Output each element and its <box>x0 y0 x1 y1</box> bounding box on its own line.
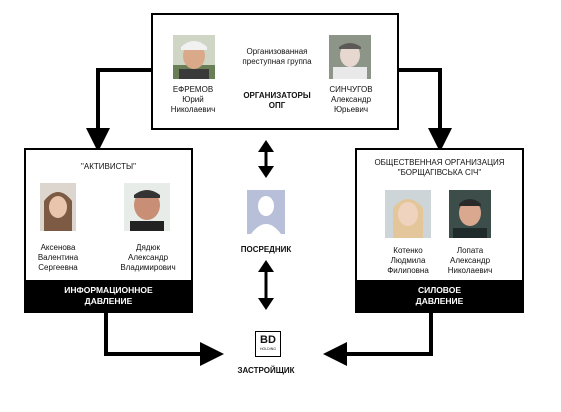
name-aksenova: Аксенова Валентина Сергеевна <box>37 243 79 272</box>
arrow-top-to-left <box>86 68 152 152</box>
arrow-right-to-developer <box>323 312 433 366</box>
name-lopata: Лопата Александр Николаевич <box>447 246 493 275</box>
photo-dyadyuk <box>124 183 170 231</box>
organizers-title: ОРГАНИЗАТОРЫ ОПГ <box>243 91 311 110</box>
intermediary-silhouette-icon <box>247 190 285 234</box>
name-sinchugov: СИНЧУГОВ Александр Юрьевич <box>329 85 373 114</box>
arrow-top-to-right <box>398 68 452 152</box>
developer-label: ЗАСТРОЙЩИК <box>237 366 295 375</box>
activists-box: "АКТИВИСТЫ" Аксенова Валентина Сергеевна… <box>24 148 193 313</box>
name-dyadyuk: Дядюк Александр Владимирович <box>120 243 176 272</box>
intermediary-label: ПОСРЕДНИК <box>240 245 292 254</box>
photo-lopata <box>449 190 491 238</box>
bd-holding-logo: BD HOLDING <box>255 331 281 357</box>
photo-efremov <box>173 35 215 79</box>
force-pressure-bar: СИЛОВОЕ ДАВЛЕНИЕ <box>357 280 522 311</box>
public-org-title: ОБЩЕСТВЕННАЯ ОРГАНИЗАЦИЯ "БОРЩАГІВСЬКА С… <box>374 158 505 177</box>
name-kotenko: Котенко Людмила Филиповна <box>387 246 429 275</box>
public-org-box: ОБЩЕСТВЕННАЯ ОРГАНИЗАЦИЯ "БОРЩАГІВСЬКА С… <box>355 148 524 313</box>
group-label: Организованная преступная группа <box>242 47 312 66</box>
arrow-left-to-developer <box>104 312 224 366</box>
photo-sinchugov <box>329 35 371 79</box>
photo-aksenova <box>40 183 76 231</box>
activists-title: "АКТИВИСТЫ" <box>81 162 136 171</box>
name-efremov: ЕФРЕМОВ Юрий Николаевич <box>170 85 216 114</box>
info-pressure-bar: ИНФОРМАЦИОННОЕ ДАВЛЕНИЕ <box>26 280 191 311</box>
organizers-box: ЕФРЕМОВ Юрий Николаевич Организованная п… <box>151 13 399 130</box>
photo-kotenko <box>385 190 431 238</box>
